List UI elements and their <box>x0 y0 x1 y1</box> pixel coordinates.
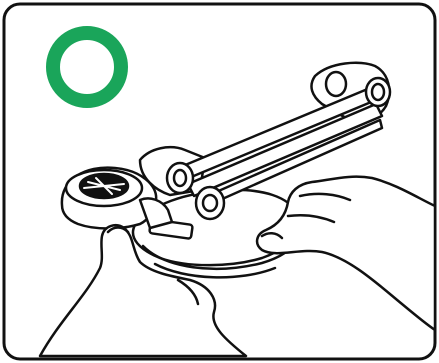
rail-end-cap <box>326 72 346 96</box>
rail-end-cap-inner <box>174 170 186 186</box>
rail-end-cap-inner <box>372 84 384 100</box>
correct-circle-icon <box>53 33 121 101</box>
rail-end-cap-inner <box>203 195 217 211</box>
